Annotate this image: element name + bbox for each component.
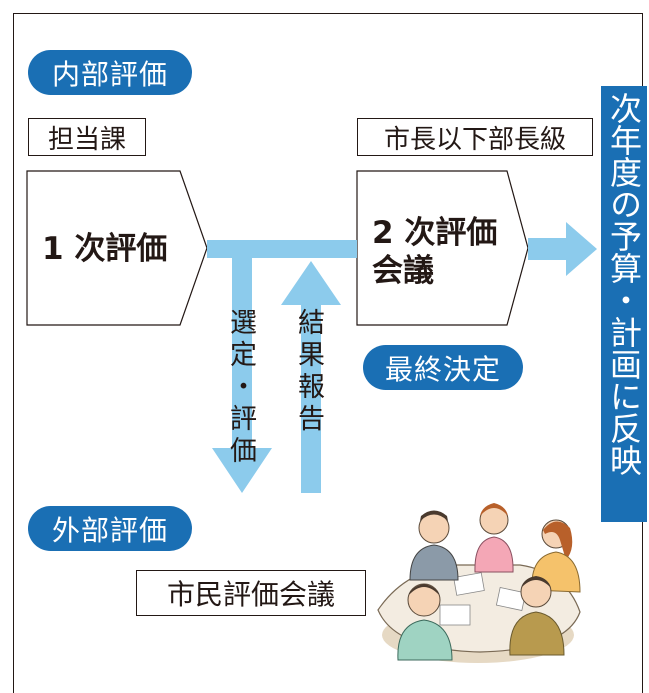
side-banner: 次年度の予算・計画に反映	[601, 86, 647, 522]
up-arrow	[281, 261, 341, 493]
dept-in-charge-label: 担当課	[28, 118, 146, 156]
external-eval-pill: 外部評価	[28, 506, 192, 551]
second-eval-label-2: 会議	[372, 253, 434, 289]
first-eval-label: 1 次評価	[42, 231, 168, 267]
final-decision-pill: 最終決定	[363, 345, 523, 390]
citizen-meeting-label: 市民評価会議	[136, 570, 366, 616]
down-arrow	[212, 258, 272, 493]
output-arrow	[528, 222, 597, 276]
selection-eval-text: 選定・評価	[225, 308, 256, 468]
second-eval-label-1: 2 次評価	[372, 215, 498, 251]
meeting-illustration	[377, 503, 581, 663]
internal-eval-pill: 内部評価	[28, 50, 192, 95]
mayor-level-label: 市長以下部長級	[357, 118, 593, 156]
first-eval-shape	[26, 170, 208, 326]
result-report-text: 結果報告	[293, 308, 324, 436]
second-eval-shape	[356, 170, 529, 326]
connector-bar	[207, 240, 357, 258]
